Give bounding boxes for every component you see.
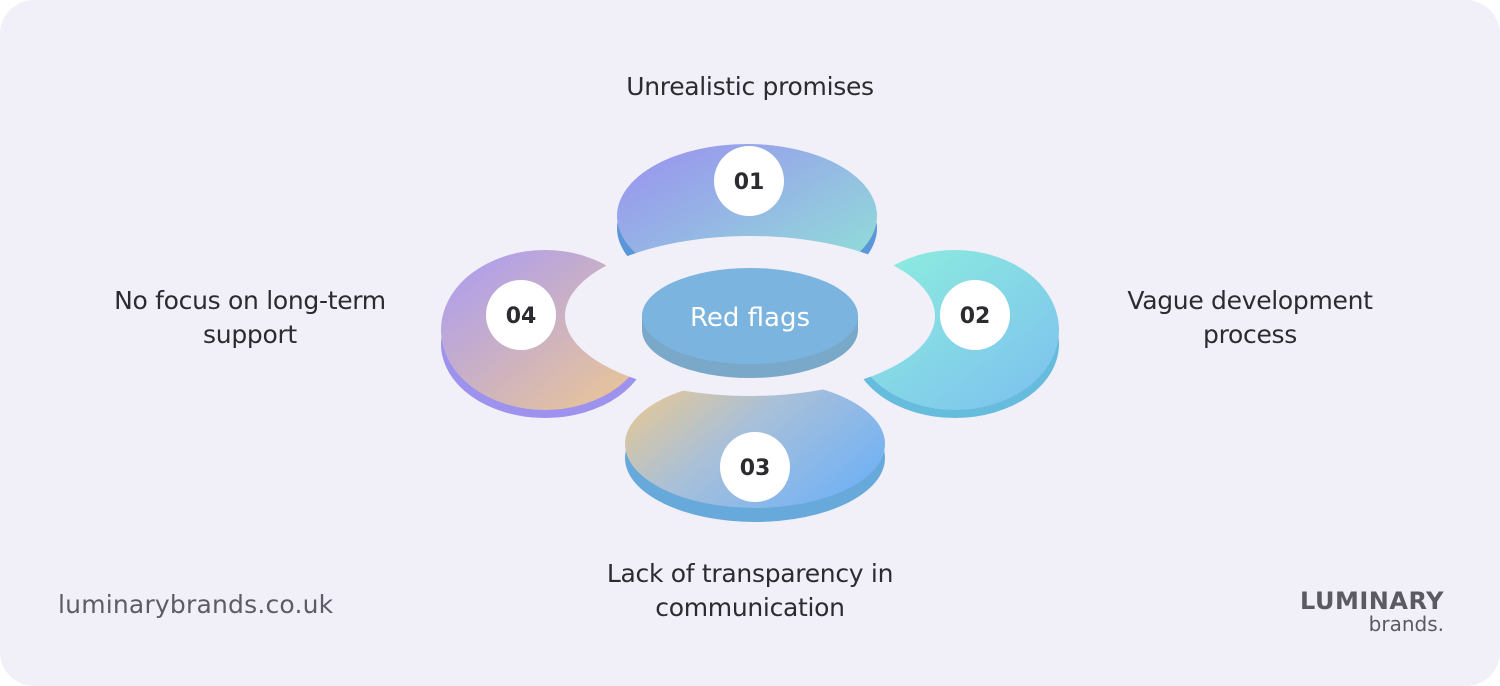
logo-subtext: brands. <box>1368 612 1444 636</box>
badge-03-number: 03 <box>740 456 771 481</box>
segment-01 <box>617 144 877 300</box>
label-top-text: Unrealistic promises <box>626 72 874 101</box>
label-bottom: Lack of transparency in communication <box>560 557 940 625</box>
center-label: Red flags <box>690 303 810 333</box>
badge-04: 04 <box>486 280 556 350</box>
label-left-line1: No focus on long-term <box>114 286 386 315</box>
badge-03: 03 <box>720 432 790 502</box>
badge-04-number: 04 <box>506 304 537 329</box>
label-left-line2: support <box>203 320 297 349</box>
label-right: Vague development process <box>1080 284 1420 352</box>
label-top: Unrealistic promises <box>550 70 950 104</box>
label-bottom-line2: communication <box>655 593 845 622</box>
label-right-line2: process <box>1203 320 1297 349</box>
center-disc: Red flags <box>642 268 858 378</box>
luminary-logo: LUMINARY brands. <box>1300 588 1444 634</box>
label-bottom-line1: Lack of transparency in <box>606 559 894 588</box>
badge-01: 01 <box>714 146 784 216</box>
logo-wordmark: LUMINARY <box>1300 587 1444 615</box>
badge-02: 02 <box>940 280 1010 350</box>
badge-01-number: 01 <box>734 170 765 195</box>
website-url: luminarybrands.co.uk <box>58 590 334 619</box>
label-right-line1: Vague development <box>1127 286 1373 315</box>
label-left: No focus on long-term support <box>80 284 420 352</box>
badge-02-number: 02 <box>960 304 991 329</box>
